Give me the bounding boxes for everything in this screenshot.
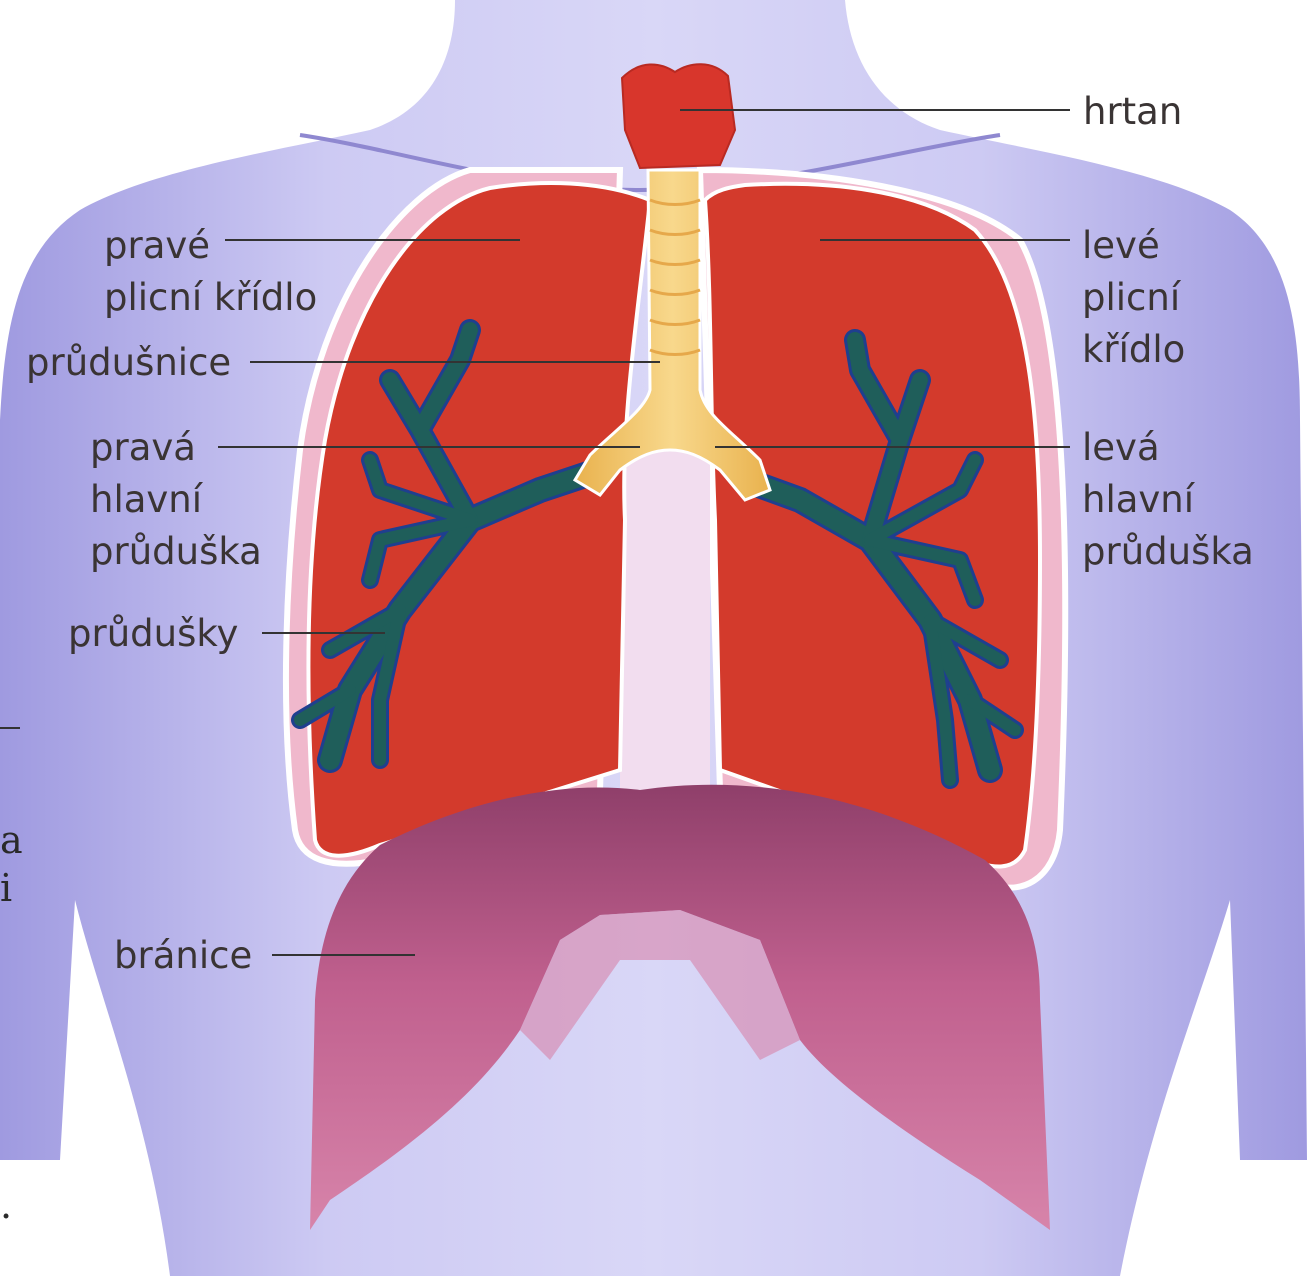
margin-fragment-i: i xyxy=(0,868,12,908)
margin-fragment-a: a xyxy=(0,820,23,860)
label-prudusky: průdušky xyxy=(68,608,238,660)
larynx xyxy=(622,64,735,168)
mediastinum xyxy=(620,440,710,830)
label-hrtan: hrtan xyxy=(1083,86,1182,138)
label-prudusnice: průdušnice xyxy=(26,337,231,389)
label-prave-plicni-kridlo: pravé plicní křídlo xyxy=(104,220,317,324)
label-branice: bránice xyxy=(114,930,252,982)
label-leva-hlavni-pruduska: levá hlavní průduška xyxy=(1082,422,1254,578)
margin-fragment-dot: . xyxy=(0,1185,12,1225)
label-prava-hlavni-pruduska: pravá hlavní průduška xyxy=(90,422,262,578)
label-leve-plicni-kridlo: levé plicní křídlo xyxy=(1082,220,1185,376)
